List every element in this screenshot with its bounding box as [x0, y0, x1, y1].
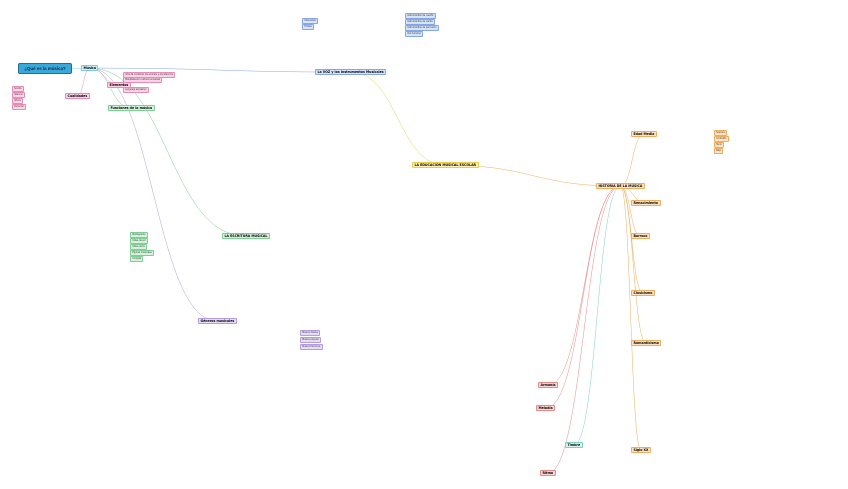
- leaf-node[interactable]: Instrumentos de viento: [405, 19, 435, 25]
- hub-armonia[interactable]: Armonía: [538, 382, 559, 389]
- connector-line: [620, 185, 642, 451]
- leaf-node[interactable]: Duración: [12, 104, 27, 110]
- connector-line: [547, 185, 621, 474]
- hub-la-voz[interactable]: La VOZ y los Instrumentos Musicales: [315, 69, 387, 76]
- hub-funciones[interactable]: Funciones de la música: [108, 105, 155, 112]
- hub-elementos[interactable]: Elementos: [107, 82, 131, 89]
- leaf-node[interactable]: Bajo: [714, 148, 724, 154]
- leaf-node[interactable]: Compás: [130, 256, 144, 262]
- leaf-node[interactable]: Clave de fa: [130, 244, 147, 250]
- connector-line: [89, 67, 218, 322]
- hub-generos[interactable]: Géneros musicales: [198, 318, 237, 325]
- connector-line: [77, 67, 90, 97]
- hub-escritura[interactable]: LA ESCRITURA MUSICAL: [222, 233, 270, 240]
- hub-educacion[interactable]: LA EDUCACIÓN MUSICAL ESCOLAR: [412, 162, 479, 169]
- leaf-node[interactable]: Silencio: [12, 92, 25, 98]
- connector-line: [89, 67, 351, 73]
- connector-line: [573, 185, 621, 446]
- leaf-node[interactable]: Clave de sol: [130, 238, 148, 244]
- leaf-node[interactable]: Altura: [12, 98, 23, 104]
- connector-line: [89, 67, 246, 237]
- hub-barroco[interactable]: Barroco: [631, 233, 650, 240]
- hub-siglo-xx[interactable]: Siglo XX: [631, 447, 651, 454]
- connector-line: [545, 185, 621, 409]
- root-node-title[interactable]: ¿Qué es la música?: [18, 63, 72, 74]
- hub-cualidades[interactable]: Cualidades: [65, 93, 90, 100]
- leaf-node[interactable]: Figuras musicales: [130, 250, 154, 256]
- leaf-node[interactable]: Lenguaje expresivo: [123, 87, 149, 93]
- hub-historia[interactable]: HISTORIA DE LA MÚSICA: [596, 183, 645, 190]
- leaf-node[interactable]: Instrumentos de cuerda: [405, 13, 436, 19]
- hub-clasicismo[interactable]: Clasicismo: [631, 290, 655, 297]
- hub-renacimiento[interactable]: Renacimiento: [631, 200, 661, 207]
- leaf-node[interactable]: Timbre: [302, 24, 314, 30]
- leaf-node[interactable]: Contralto: [714, 136, 729, 142]
- hub-ritmo[interactable]: Ritmo: [540, 470, 556, 477]
- hub-melodia[interactable]: Melodía: [536, 405, 556, 412]
- connector-line: [620, 133, 645, 187]
- leaf-node[interactable]: Música folclórica: [300, 344, 323, 350]
- hub-musica[interactable]: Música: [81, 65, 99, 72]
- hub-timbre[interactable]: Timbre: [565, 442, 583, 449]
- leaf-node[interactable]: Pentagrama: [130, 232, 148, 238]
- leaf-node[interactable]: Voz humana: [405, 31, 423, 37]
- leaf-node[interactable]: Instrumentos de percusión: [405, 25, 439, 31]
- hub-romanticismo[interactable]: Romanticismo: [631, 340, 662, 347]
- leaf-node[interactable]: Intensidad: [302, 18, 318, 24]
- leaf-node[interactable]: Música clásica: [300, 330, 321, 336]
- connector-line: [445, 164, 621, 187]
- hub-edad-media[interactable]: Edad Media: [631, 131, 657, 138]
- connector-line: [350, 71, 446, 166]
- connector-line: [620, 185, 647, 344]
- leaf-node[interactable]: Manifestación cultural universal: [123, 77, 163, 83]
- leaf-node[interactable]: Soprano: [714, 130, 728, 136]
- leaf-node[interactable]: Música popular: [300, 337, 321, 343]
- leaf-node[interactable]: Tenor: [714, 142, 725, 148]
- connector-line: [548, 185, 621, 386]
- leaf-node[interactable]: Sonido: [12, 86, 24, 92]
